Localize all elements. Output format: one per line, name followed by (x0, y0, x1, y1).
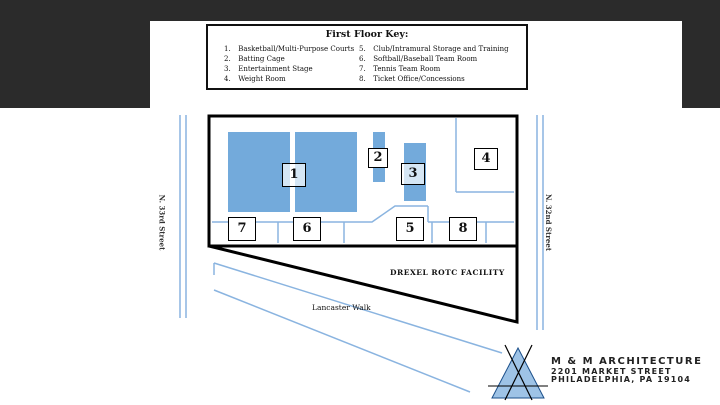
street-right-lines (536, 115, 544, 330)
rotc-facility-label: DREXEL ROTC FACILITY (390, 268, 505, 277)
firm-address-line2: PHILADELPHIA, PA 19104 (551, 374, 692, 384)
key-item-number: 6. (359, 55, 366, 63)
key-item-6: 6. Softball/Baseball Team Room (359, 55, 477, 63)
firm-name: M & M ARCHITECTURE (551, 356, 703, 367)
room-number-6: 6 (293, 217, 321, 241)
court-left (228, 132, 290, 212)
firm-info: M & M ARCHITECTURE 2201 MARKET STREET PH… (551, 356, 703, 384)
floor-key-box: First Floor Key: 1. Basketball/Multi-Pur… (206, 24, 528, 90)
firm-address-line1: 2201 MARKET STREET (551, 366, 672, 376)
key-item-number: 8. (359, 75, 366, 83)
room-number-5: 5 (396, 217, 424, 241)
key-item-7: 7. Tennis Team Room (359, 65, 440, 73)
key-item-label: Club/Intramural Storage and Training (373, 45, 509, 53)
key-item-5: 5. Club/Intramural Storage and Training (359, 45, 509, 53)
key-item-label: Ticket Office/Concessions (373, 75, 465, 83)
key-item-number: 4. (224, 75, 231, 83)
key-item-8: 8. Ticket Office/Concessions (359, 75, 465, 83)
firm-logo (488, 344, 548, 401)
key-item-number: 3. (224, 65, 231, 73)
key-item-label: Weight Room (238, 75, 286, 83)
street-left-lines (179, 115, 187, 318)
room-number-2: 2 (368, 148, 388, 168)
street-label-left: N. 33rd Street (157, 194, 167, 251)
room-number-8: 8 (449, 217, 477, 241)
key-item-label: Tennis Team Room (373, 65, 441, 73)
key-item-3: 3. Entertainment Stage (224, 65, 313, 73)
key-item-label: Batting Cage (238, 55, 285, 63)
key-item-number: 7. (359, 65, 366, 73)
lancaster-walk-label: Lancaster Walk (312, 303, 371, 312)
key-item-2: 2. Batting Cage (224, 55, 285, 63)
key-item-4: 4. Weight Room (224, 75, 286, 83)
room-number-7: 7 (228, 217, 256, 241)
key-item-label: Softball/Baseball Team Room (373, 55, 478, 63)
key-item-number: 5. (359, 45, 366, 53)
street-label-right: N. 32nd Street (544, 193, 554, 252)
key-item-1: 1. Basketball/Multi-Purpose Courts (224, 45, 354, 53)
key-title: First Floor Key: (325, 29, 409, 40)
room-number-4: 4 (474, 148, 498, 170)
key-item-label: Entertainment Stage (238, 65, 313, 73)
rotc-facility-outline (208, 244, 519, 324)
key-item-number: 2. (224, 55, 231, 63)
room-number-3: 3 (401, 163, 425, 185)
key-item-label: Basketball/Multi-Purpose Courts (238, 45, 355, 53)
lancaster-walk-lines (213, 262, 503, 393)
room-number-1: 1 (282, 163, 306, 187)
key-item-number: 1. (224, 45, 231, 53)
